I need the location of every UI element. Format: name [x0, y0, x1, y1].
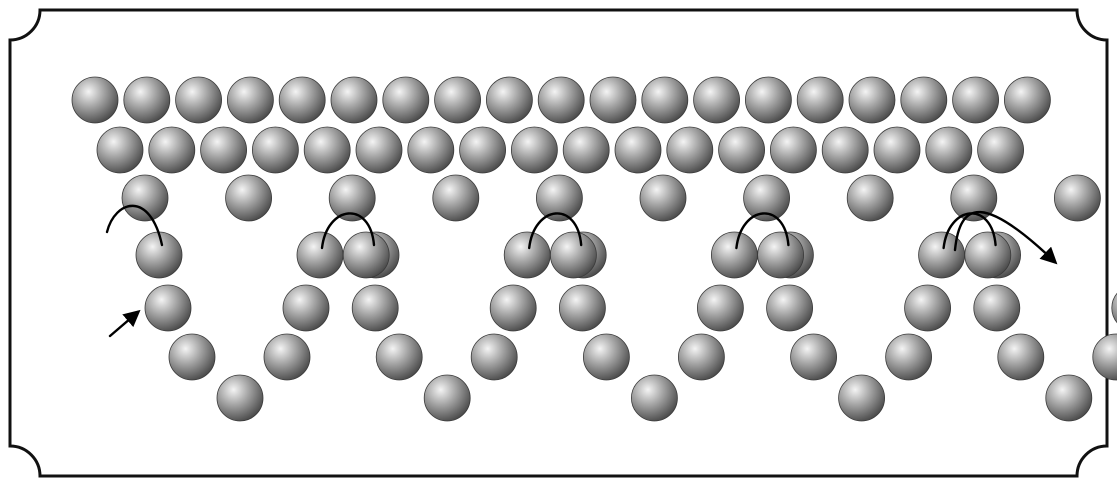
bead-fringe	[839, 375, 885, 421]
bead-fringe	[145, 285, 191, 331]
bead-fringe	[264, 334, 310, 380]
bead-row-2	[615, 127, 661, 173]
bead-fringe	[1046, 375, 1092, 421]
bead-row-1	[435, 77, 481, 123]
bead-row-2	[874, 127, 920, 173]
bead-fringe	[905, 285, 951, 331]
bead-row-2	[822, 127, 868, 173]
bead-row-1	[227, 77, 273, 123]
bead-fringe	[965, 232, 1011, 278]
bead-row-2	[356, 127, 402, 173]
bead-fringe	[169, 334, 215, 380]
bead-row-1	[694, 77, 740, 123]
bead-fringe	[283, 285, 329, 331]
bead-row-1	[849, 77, 895, 123]
bead-fringe	[886, 334, 932, 380]
bead-row-1	[953, 77, 999, 123]
bead-row-1	[486, 77, 532, 123]
bead-row-2	[770, 127, 816, 173]
bead-row-1	[1004, 77, 1050, 123]
bead-row-1	[538, 77, 584, 123]
bead-row-3	[847, 175, 893, 221]
bead-fringe	[352, 285, 398, 331]
bead-fringe	[767, 285, 813, 331]
bead-fringe	[583, 334, 629, 380]
bead-row-1	[176, 77, 222, 123]
bead-row-2	[511, 127, 557, 173]
bead-row-2	[149, 127, 195, 173]
bead-fringe	[559, 285, 605, 331]
bead-fringe	[998, 334, 1044, 380]
bead-row-2	[201, 127, 247, 173]
bead-fringe	[343, 232, 389, 278]
bead-row-1	[797, 77, 843, 123]
bead-fringe	[490, 285, 536, 331]
bead-fringe	[376, 334, 422, 380]
bead-row-1	[590, 77, 636, 123]
bead-fringe	[974, 285, 1020, 331]
bead-row-1	[383, 77, 429, 123]
bead-fringe	[217, 375, 263, 421]
bead-row-3	[433, 175, 479, 221]
bead-row-2	[97, 127, 143, 173]
bead-row-1	[279, 77, 325, 123]
bead-fringe	[424, 375, 470, 421]
bead-row-2	[460, 127, 506, 173]
bead-row-3	[1054, 175, 1100, 221]
bead-fringe	[791, 334, 837, 380]
bead-row-2	[978, 127, 1024, 173]
bead-row-1	[642, 77, 688, 123]
bead-fringe	[697, 285, 743, 331]
bead-fringe	[711, 232, 757, 278]
bead-row-2	[252, 127, 298, 173]
bead-row-1	[745, 77, 791, 123]
bead-fringe	[297, 232, 343, 278]
bead-row-2	[304, 127, 350, 173]
bead-row-1	[72, 77, 118, 123]
bead-row-2	[926, 127, 972, 173]
bead-row-1	[901, 77, 947, 123]
bead-fringe	[758, 232, 804, 278]
bead-row-2	[719, 127, 765, 173]
bead-fringe	[678, 334, 724, 380]
bead-row-1	[124, 77, 170, 123]
bead-row-2	[408, 127, 454, 173]
bead-row-3	[226, 175, 272, 221]
bead-row-3	[640, 175, 686, 221]
bead-row-2	[563, 127, 609, 173]
bead-row-3	[122, 175, 168, 221]
bead-fringe	[471, 334, 517, 380]
bead-row-2	[667, 127, 713, 173]
bead-fringe	[504, 232, 550, 278]
bead-fringe	[136, 232, 182, 278]
bead-fringe	[1112, 285, 1117, 331]
bead-fringe	[631, 375, 677, 421]
bead-fringe	[550, 232, 596, 278]
bead-row-1	[331, 77, 377, 123]
